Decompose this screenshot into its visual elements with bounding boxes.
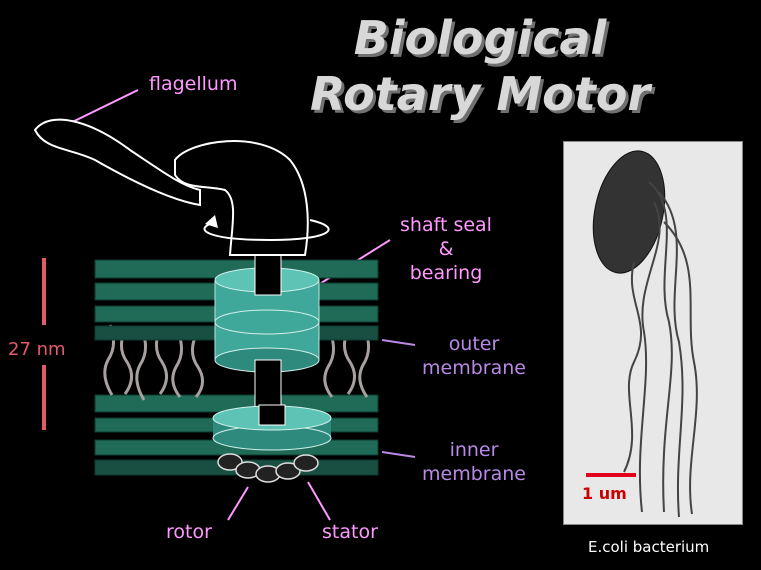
shaft-upper	[254, 254, 282, 296]
label-shaft-seal-line: shaft seal	[400, 214, 492, 236]
title-line-2: Rotary Motor	[309, 67, 651, 121]
flagellum-hook	[33, 118, 309, 256]
label-inner-membrane: inner membrane	[414, 438, 534, 486]
label-ecoli-bacterium: E.coli bacterium	[588, 538, 710, 556]
label-shaft-seal: shaft seal & bearing	[388, 213, 504, 285]
label-1um: 1 um	[582, 484, 627, 503]
label-ampersand: &	[438, 238, 454, 260]
diagram-title: Biological Rotary Motor	[300, 10, 660, 122]
rotation-arrow-icon	[203, 219, 330, 242]
stator	[217, 453, 319, 483]
label-27nm: 27 nm	[8, 339, 66, 360]
label-flagellum: flagellum	[149, 73, 238, 95]
label-outer-line2: membrane	[422, 357, 526, 379]
label-inner-line2: membrane	[422, 463, 526, 485]
ecoli-photo: 1 um	[563, 141, 743, 525]
rotor-disk	[212, 404, 332, 451]
label-outer-line1: outer	[448, 333, 500, 355]
label-rotor: rotor	[166, 521, 212, 543]
label-bearing: bearing	[409, 262, 483, 284]
label-outer-membrane: outer membrane	[414, 332, 534, 380]
label-stator: stator	[322, 521, 378, 543]
ecoli-drawing	[586, 150, 698, 518]
label-inner-line1: inner	[449, 439, 499, 461]
title-line-1: Biological	[353, 11, 607, 65]
